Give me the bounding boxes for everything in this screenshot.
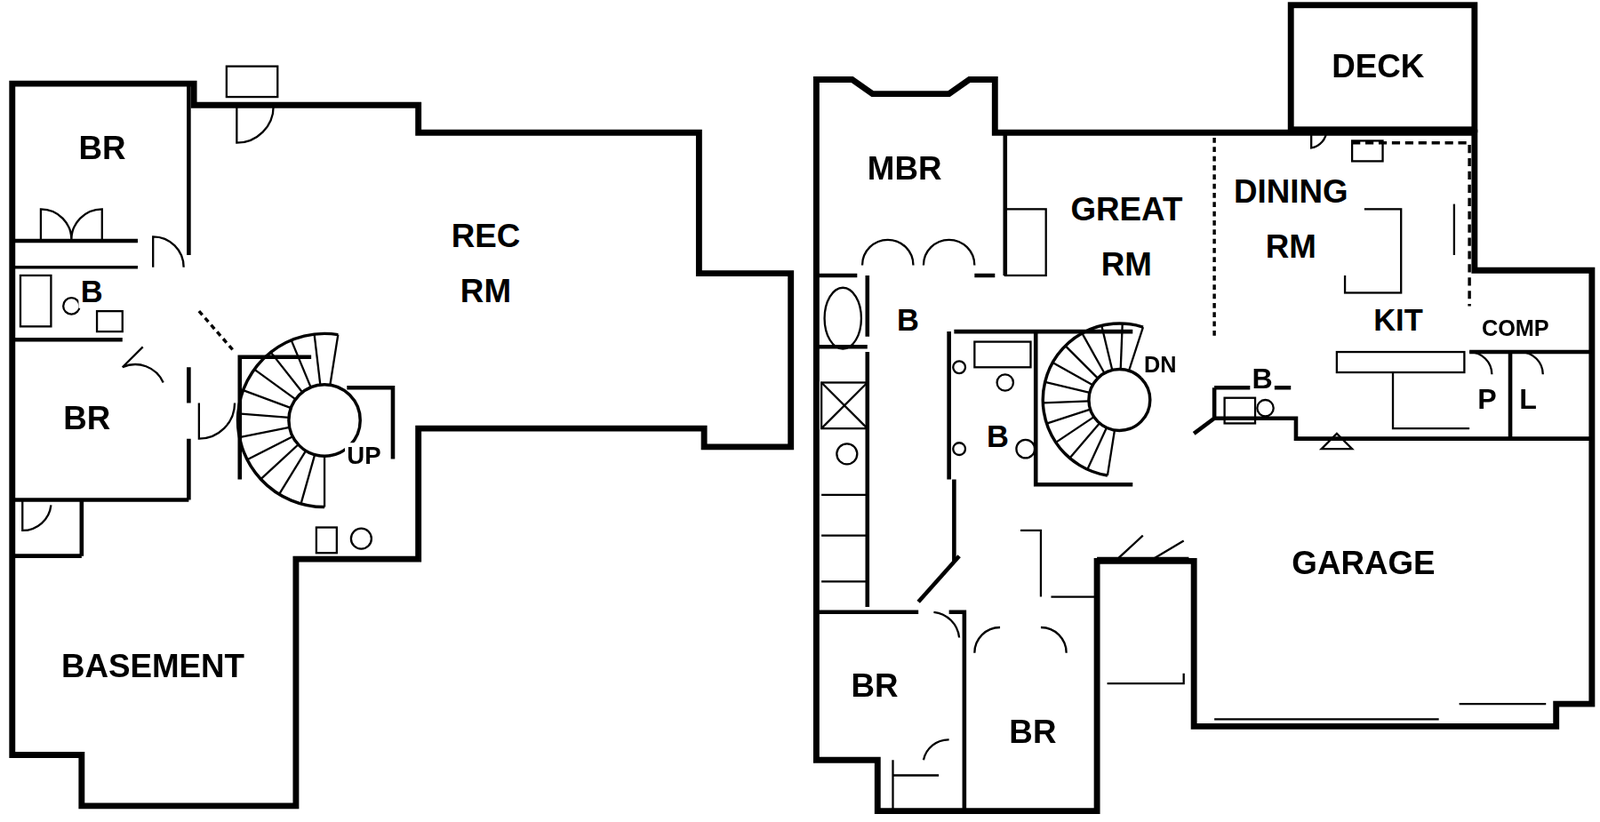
room-label: B [1249, 364, 1275, 396]
room-label: DINING RM [1217, 164, 1365, 276]
room-label: BR [848, 668, 901, 704]
room-label: KIT [1371, 303, 1425, 337]
room-label: MBR [865, 151, 944, 187]
room-label: BASEMENT [59, 648, 248, 685]
stair-part [1107, 430, 1115, 476]
stair-part [329, 335, 338, 386]
stair-part [1046, 409, 1090, 424]
stair-part [1101, 325, 1112, 370]
stair-part [238, 413, 289, 418]
stair-part [1081, 333, 1104, 374]
stair-part [243, 390, 292, 408]
stair-part [237, 333, 338, 507]
room-label: BR [61, 400, 113, 437]
room-label: BR [76, 130, 128, 167]
room-label: UP [344, 442, 384, 470]
stair-part [247, 436, 293, 460]
room-label: DN [1142, 352, 1179, 378]
room-label: P [1475, 384, 1499, 416]
stair-part [1120, 323, 1123, 370]
stair-part [239, 427, 289, 438]
room-label: BR [1007, 714, 1059, 751]
stair-part [1056, 416, 1095, 443]
stair-part [323, 456, 326, 507]
stair-part [254, 369, 296, 400]
room-label: COMP [1480, 316, 1552, 342]
stair-part [1128, 327, 1144, 371]
room-label: B [78, 274, 104, 309]
stair-part [1069, 423, 1100, 458]
room-label: GREAT RM [1057, 181, 1195, 293]
stair-part [301, 455, 316, 504]
stair-part [314, 334, 321, 385]
stair-part [1045, 382, 1090, 393]
stair-part [291, 340, 312, 388]
room-label: B [895, 303, 921, 337]
room-label: DECK [1329, 48, 1427, 85]
stair-part [1042, 323, 1144, 476]
room-label: GARAGE [1289, 545, 1438, 582]
stair-part [1042, 400, 1089, 403]
stair-part [1088, 369, 1151, 432]
room-label: REC RM [432, 208, 539, 320]
stair-part [271, 352, 304, 392]
room-label: B [984, 419, 1011, 454]
room-label: L [1517, 384, 1539, 416]
